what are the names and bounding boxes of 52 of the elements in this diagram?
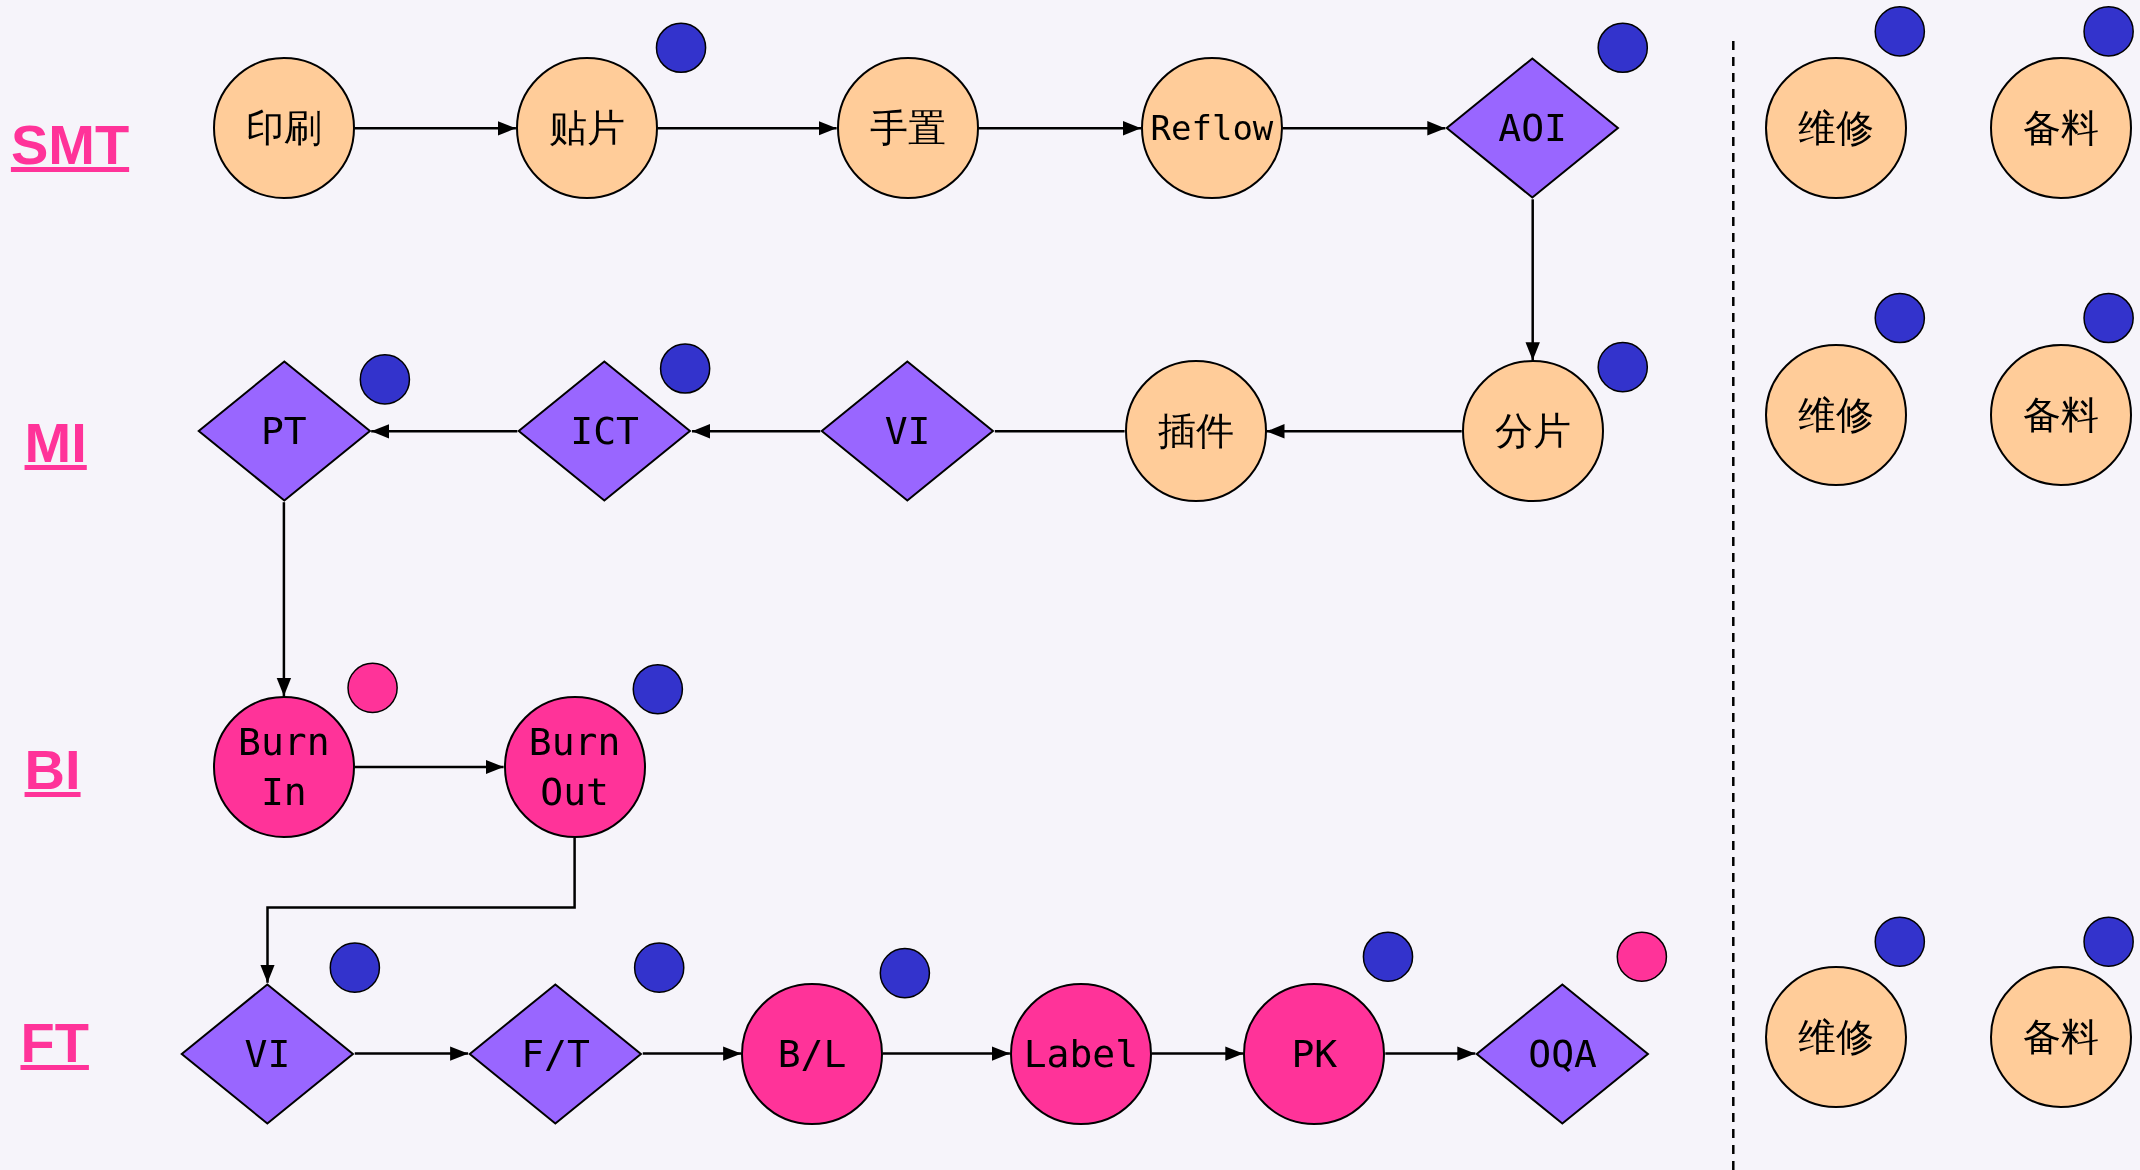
arrow [371,424,518,439]
decision-diamond [180,982,355,1125]
decision-diamond [1475,982,1651,1125]
node-label: 维修 [1797,391,1874,439]
node-label: 维修 [1797,1014,1874,1062]
arrow [354,121,516,136]
arrow [978,121,1141,136]
node-label: 插件 [1157,408,1234,456]
arrow [1266,424,1462,439]
decision-diamond [820,360,995,503]
node-label: B/L [777,1030,847,1078]
node-label: 分片 [1494,408,1571,456]
arrow [1282,121,1446,136]
node-label: 印刷 [245,105,322,153]
node-label: 备料 [2022,1014,2099,1062]
node-label: 备料 [2022,391,2099,439]
node-label: Reflow [1150,107,1274,151]
decision-diamond [1445,57,1620,200]
arrow [260,838,576,983]
arrow [692,424,821,439]
node-label: 维修 [1797,105,1874,153]
row-label: FT [20,1011,89,1076]
arrow [657,121,837,136]
node-label: F/T [521,1030,590,1078]
arrow [1525,199,1540,361]
node-label: Burn Out [527,719,622,816]
node-label: Burn In [237,719,331,816]
arrow [1151,1046,1244,1061]
row-label: SMT [10,113,130,178]
arrow [354,1046,469,1061]
node-label: 贴片 [548,105,625,153]
decision-diamond [517,360,692,503]
arrow [276,502,292,696]
node-label: Label [1023,1030,1139,1078]
node-label: 备料 [2022,105,2099,153]
node-label: AOI [1498,105,1567,153]
node-label: 手置 [869,105,946,153]
arrow [1385,1046,1476,1061]
arrow [642,1046,742,1061]
decision-diamond [196,360,372,503]
decision-diamond [468,982,643,1125]
node-label: ICT [570,408,639,456]
node-label: VI [244,1030,291,1078]
node-label: PK [1291,1030,1338,1078]
node-label: VI [884,408,931,456]
connector-line [994,430,1125,433]
node-label: PT [260,408,307,456]
arrow [354,759,504,775]
node-label: OQA [1528,1030,1597,1078]
row-label: MI [24,410,87,475]
arrow [883,1046,1010,1061]
row-label: BI [24,738,81,803]
